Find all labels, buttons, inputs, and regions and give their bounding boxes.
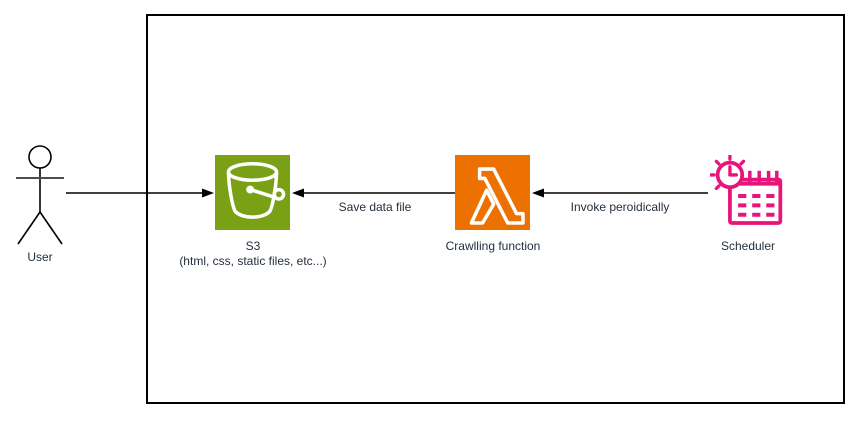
s3-label-line2: (html, css, static files, etc...) — [179, 254, 327, 268]
actor-leg-right — [39, 211, 63, 245]
scheduler-node[interactable] — [709, 154, 785, 230]
user-actor-label: User — [27, 250, 53, 264]
s3-node-label: S3 (html, css, static files, etc...) — [122, 239, 384, 269]
edge-label-invoke-periodically: Invoke peroidically — [570, 200, 670, 214]
system-boundary[interactable] — [146, 14, 845, 404]
scheduler-node-label: Scheduler — [720, 239, 776, 253]
s3-bucket-icon — [226, 162, 286, 219]
actor-head — [28, 145, 52, 169]
lambda-icon — [469, 167, 525, 225]
lambda-node[interactable] — [455, 155, 530, 230]
user-actor[interactable] — [10, 142, 72, 250]
lambda-node-label: Crawlling function — [445, 239, 541, 253]
edge-label-save-data-file: Save data file — [338, 200, 412, 214]
s3-node[interactable] — [215, 155, 290, 230]
scheduler-calendar-clock-icon — [709, 154, 783, 225]
s3-label-line1: S3 — [245, 239, 261, 253]
actor-leg-left — [17, 211, 41, 245]
